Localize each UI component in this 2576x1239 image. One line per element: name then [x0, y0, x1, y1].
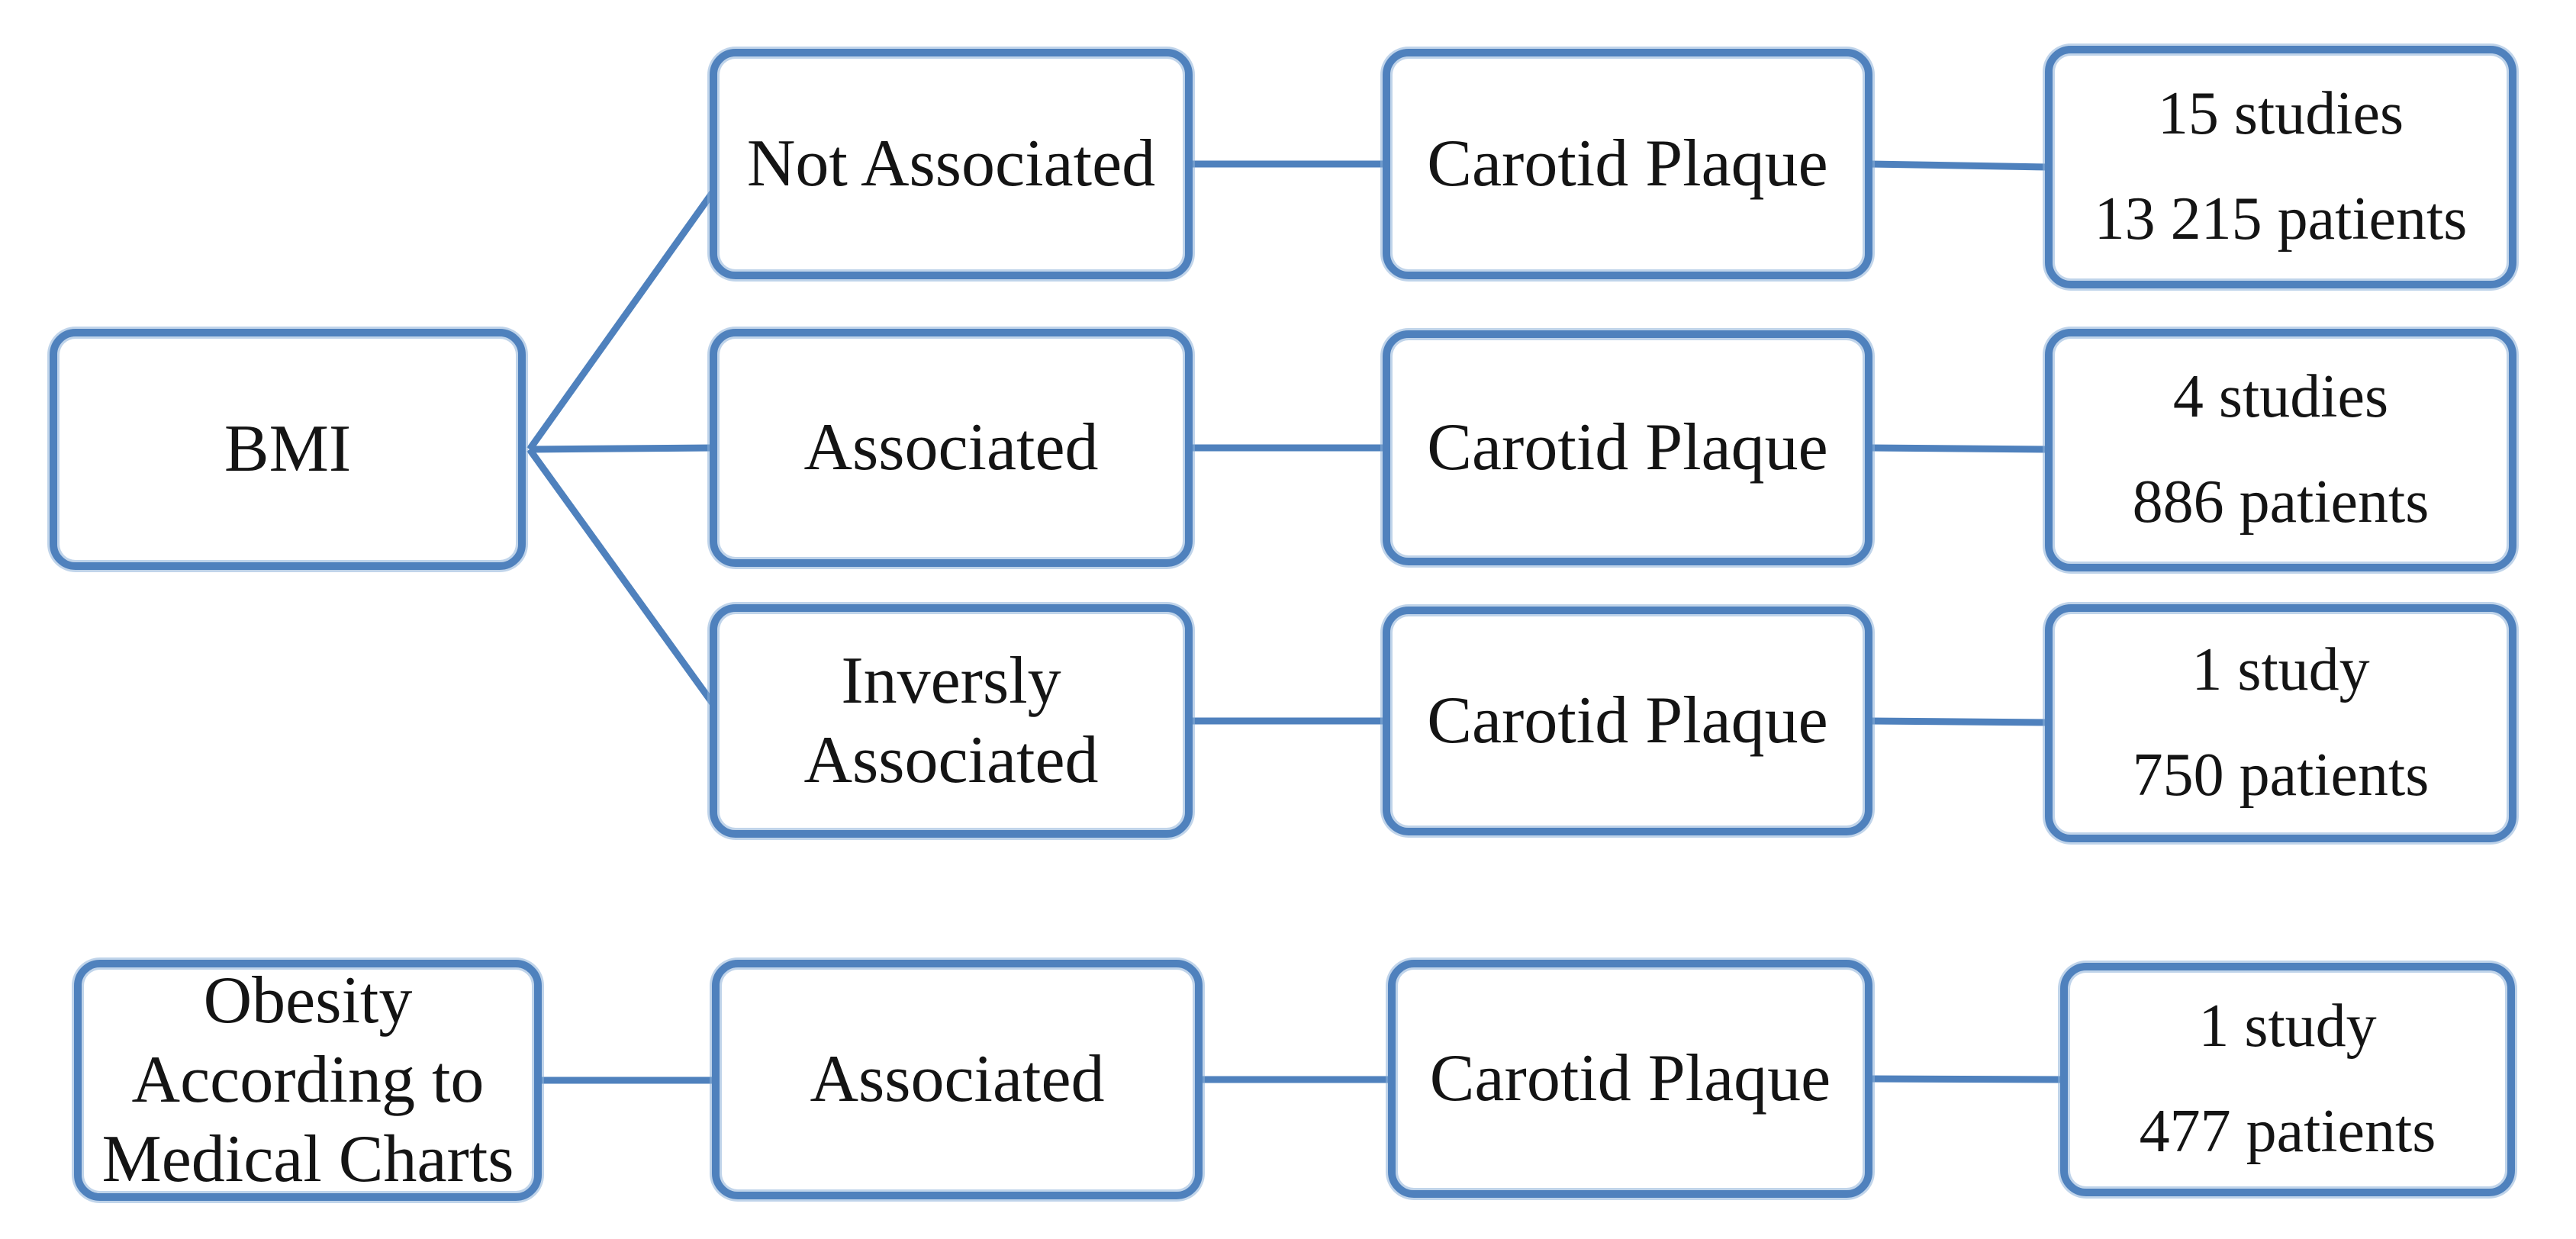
outcome-carotid-plaque-box-bottom: Carotid Plaque [1388, 960, 1872, 1198]
outcome-carotid-plaque-box-row3: Carotid Plaque [1383, 607, 1872, 835]
outcome-carotid-plaque-box-row1: Carotid Plaque [1383, 49, 1872, 279]
outcome-carotid-plaque-label-row1: Carotid Plaque [1427, 126, 1828, 201]
connector-line [1869, 444, 2049, 453]
result-label-row2: 4 studies 886 patients [2132, 363, 2429, 536]
connector-line [526, 190, 716, 452]
connector-line [1869, 1075, 2061, 1083]
connector-line [1869, 160, 2049, 171]
branch-associated-box: Associated [710, 329, 1193, 567]
result-label-row1: 15 studies 13 215 patients [2094, 80, 2468, 253]
result-box-bottom: 1 study 477 patients [2060, 963, 2515, 1196]
result-box-row2: 4 studies 886 patients [2045, 329, 2516, 571]
result-box-row3: 1 study 750 patients [2045, 604, 2516, 842]
bmi-box: BMI [50, 329, 526, 570]
branch-inversly-associated-box: Inversly Associated [710, 604, 1193, 838]
branch-not-associated-label: Not Associated [746, 126, 1156, 201]
outcome-carotid-plaque-label-row2: Carotid Plaque [1427, 410, 1828, 484]
branch-associated-label-bottom: Associated [810, 1041, 1105, 1116]
result-label-row3: 1 study 750 patients [2132, 636, 2429, 809]
connector-line [1869, 717, 2049, 726]
branch-inversly-associated-label: Inversly Associated [803, 644, 1099, 797]
outcome-carotid-plaque-label-bottom: Carotid Plaque [1429, 1041, 1831, 1115]
obesity-medical-charts-label: Obesity According to Medical Charts [101, 964, 514, 1196]
result-label-bottom: 1 study 477 patients [2139, 993, 2436, 1165]
connector-line [529, 444, 713, 453]
result-box-row1: 15 studies 13 215 patients [2045, 46, 2516, 288]
obesity-medical-charts-box: Obesity According to Medical Charts [74, 960, 542, 1201]
branch-not-associated-box: Not Associated [710, 49, 1193, 279]
branch-associated-label: Associated [803, 410, 1099, 484]
bmi-label: BMI [224, 411, 352, 486]
branch-associated-box-bottom: Associated [712, 960, 1203, 1199]
outcome-carotid-plaque-box-row2: Carotid Plaque [1383, 330, 1872, 565]
connector-line [526, 447, 716, 706]
outcome-carotid-plaque-label-row3: Carotid Plaque [1427, 683, 1828, 758]
